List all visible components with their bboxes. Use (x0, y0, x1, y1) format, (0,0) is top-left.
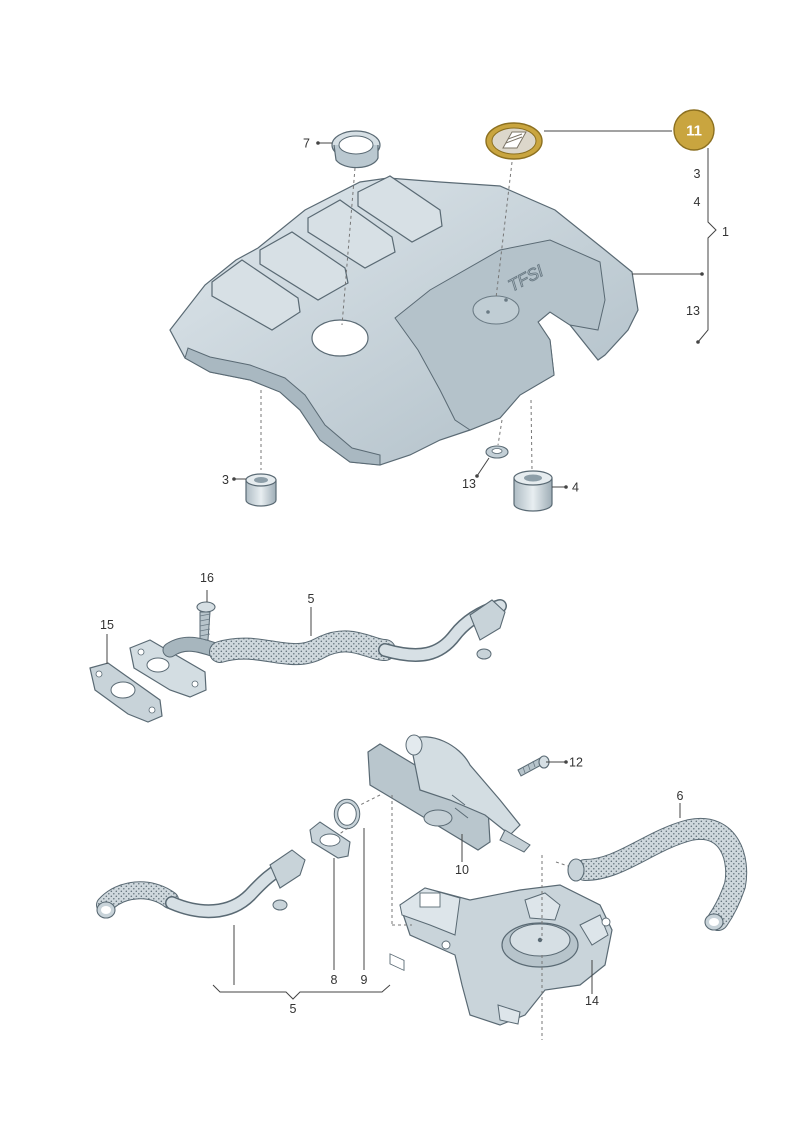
part-5-pipe-lower (96, 849, 306, 919)
part-8-gasket (309, 821, 351, 859)
callout-4-right: 4 (694, 195, 701, 209)
leader-lines-middle (106, 590, 312, 664)
part-13-clip (485, 445, 509, 459)
callout-13-bottom: 13 (462, 477, 476, 491)
alignment-lines-lower (337, 794, 569, 1040)
callout-4-bottom: 4 (572, 481, 579, 495)
callout-6: 6 (677, 789, 684, 803)
callout-12: 12 (569, 756, 583, 770)
callout-14: 14 (585, 994, 599, 1008)
callout-9: 9 (361, 973, 368, 987)
callout-15: 15 (100, 618, 114, 632)
engine-cover: TFSI (169, 175, 639, 466)
part-5-pipe-upper (162, 599, 507, 666)
part-11-emblem (485, 122, 543, 160)
callout-16: 16 (200, 571, 214, 585)
callout-1: 1 (722, 225, 729, 239)
callout-3-right: 3 (694, 167, 701, 181)
callout-5-top: 5 (308, 592, 315, 606)
alignment-lines-top (260, 161, 533, 471)
badge-11-label: 11 (686, 123, 702, 140)
part-3-grommet (245, 473, 277, 507)
part-9-o-ring (333, 798, 361, 830)
callout-labels: 7 3 13 4 3 4 1 13 16 5 15 12 10 6 14 8 9… (100, 137, 729, 1017)
part-14-regulator-valve (399, 884, 613, 1026)
callout-8: 8 (331, 973, 338, 987)
part-15-gasket (89, 662, 163, 723)
leader-lines-top (232, 130, 717, 489)
part-6-hose (567, 817, 748, 931)
callout-5-bottom: 5 (290, 1002, 297, 1016)
callout-13-right: 13 (686, 304, 700, 318)
callout-7: 7 (303, 137, 310, 151)
part-10-valve-housing (367, 734, 531, 972)
part-16-bolt (196, 601, 216, 641)
pipe-flange (129, 639, 207, 698)
part-12-bolt (517, 755, 550, 777)
callout-3-left: 3 (222, 473, 229, 487)
part-7-filler-ring (331, 130, 381, 169)
highlight-badge-11: 11 (673, 109, 715, 151)
part-4-grommet (513, 470, 553, 512)
leader-lines-lower (212, 760, 681, 1000)
callout-10: 10 (455, 863, 469, 877)
